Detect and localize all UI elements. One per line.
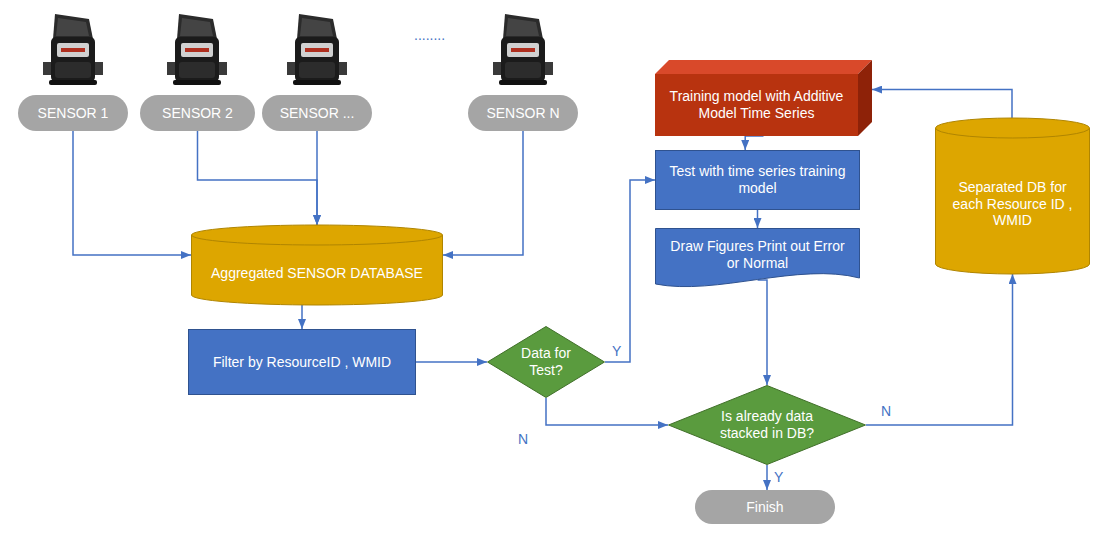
node-text: Separated DB for each Resource ID , WMID xyxy=(947,179,1078,229)
text-area: SENSOR 1 xyxy=(26,97,120,129)
node-text: SENSOR 2 xyxy=(162,105,233,122)
sensor-icon xyxy=(167,14,227,85)
terminal-pill: Finish xyxy=(695,490,835,524)
flow-connector xyxy=(546,398,668,425)
flow-connector xyxy=(198,131,318,225)
database-cylinder: Separated DB for each Resource ID , WMID xyxy=(935,118,1090,274)
terminal-pill: SENSOR ... xyxy=(262,95,372,131)
text-area: SENSOR N xyxy=(476,97,570,129)
terminal-pill: SENSOR N xyxy=(468,95,578,131)
database-cylinder: Aggregated SENSOR DATABASE xyxy=(191,225,443,305)
model-box: Training model with Additive Model Time … xyxy=(655,60,872,136)
flow-connector xyxy=(872,90,1012,118)
sensor-icon xyxy=(287,14,347,85)
sensor-icon xyxy=(43,14,103,85)
node-text: SENSOR N xyxy=(486,105,559,122)
flow-connector xyxy=(757,210,759,228)
branch-label: N xyxy=(517,432,529,446)
text-area: Is already data stacked in DB? xyxy=(708,396,827,454)
decision-diamond: Data for Test? xyxy=(487,326,605,398)
node-text: Is already data stacked in DB? xyxy=(708,408,827,442)
node-text: Aggregated SENSOR DATABASE xyxy=(211,265,423,282)
text-area: Test with time series training model xyxy=(665,156,850,204)
text-area: Training model with Additive Model Time … xyxy=(665,78,848,132)
branch-label: N xyxy=(880,404,892,418)
node-text: Draw Figures Print out Error or Normal xyxy=(665,238,850,272)
text-area: Aggregated SENSOR DATABASE xyxy=(203,249,431,297)
branch-label: Y xyxy=(773,470,784,484)
flow-connector xyxy=(605,180,655,362)
flow-connector xyxy=(745,136,763,150)
flow-connector xyxy=(866,274,1013,425)
process-box: Filter by ResourceID , WMID xyxy=(188,329,416,395)
flow-connector xyxy=(758,280,768,385)
flow-connector xyxy=(316,131,318,225)
node-text: Filter by ResourceID , WMID xyxy=(213,354,391,371)
decision-diamond: Is already data stacked in DB? xyxy=(668,385,866,465)
terminal-pill: SENSOR 1 xyxy=(18,95,128,131)
text-area: Filter by ResourceID , WMID xyxy=(198,335,406,389)
text-area: SENSOR 2 xyxy=(148,97,247,129)
text-area: SENSOR ... xyxy=(270,97,364,129)
ellipsis-label: ........ xyxy=(414,28,445,42)
node-text: Finish xyxy=(746,499,783,516)
node-text: Test with time series training model xyxy=(665,163,850,197)
text-area: Draw Figures Print out Error or Normal xyxy=(665,234,850,276)
document-shape: Draw Figures Print out Error or Normal xyxy=(655,228,860,292)
node-text: SENSOR 1 xyxy=(38,105,109,122)
node-text: Data for Test? xyxy=(511,345,582,379)
node-text: SENSOR ... xyxy=(280,105,355,122)
node-text: Training model with Additive Model Time … xyxy=(665,88,848,122)
sensor-icon xyxy=(493,14,553,85)
process-box: Test with time series training model xyxy=(655,150,860,210)
flow-connector xyxy=(766,465,768,490)
text-area: Finish xyxy=(703,492,827,522)
flow-connector xyxy=(73,131,191,255)
branch-label: Y xyxy=(611,344,622,358)
flow-connector xyxy=(416,361,487,363)
terminal-pill: SENSOR 2 xyxy=(140,95,255,131)
text-area: Separated DB for each Resource ID , WMID xyxy=(947,142,1078,266)
flow-connector xyxy=(443,131,523,255)
text-area: Data for Test? xyxy=(511,336,582,388)
